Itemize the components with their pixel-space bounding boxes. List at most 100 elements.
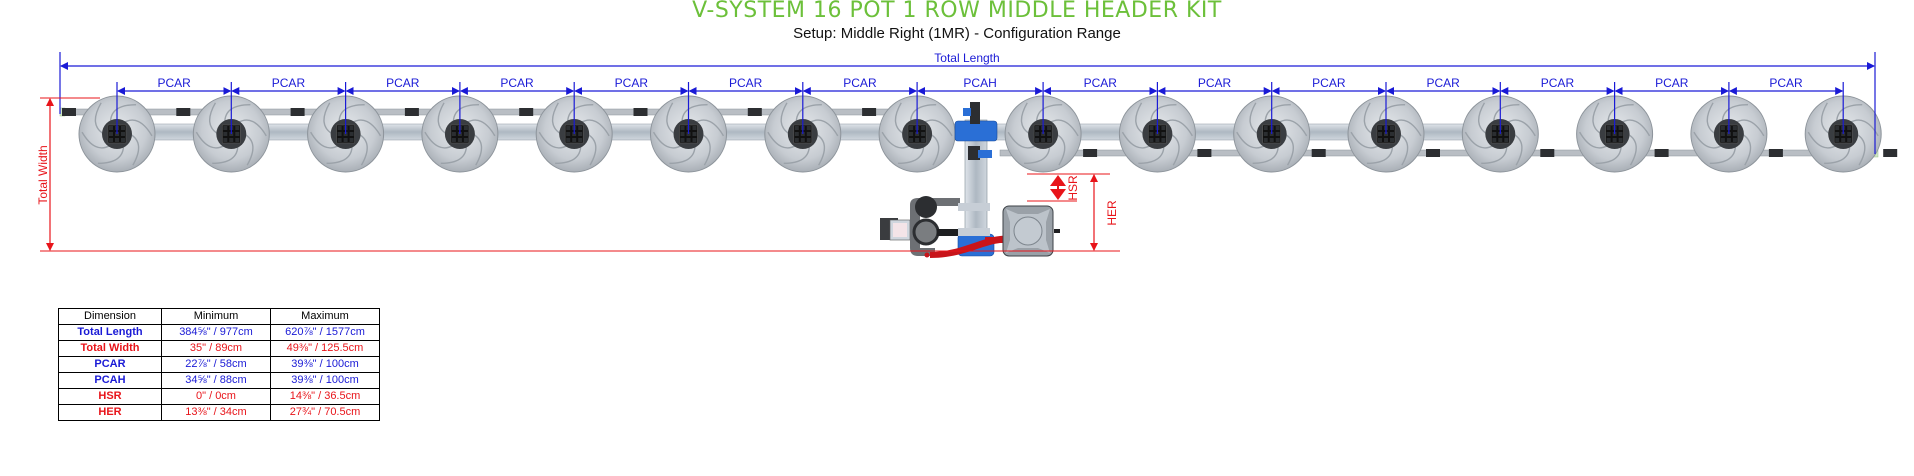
pot-grate-cell xyxy=(1492,126,1497,130)
pot-grate-cell xyxy=(121,126,125,130)
pot-grate-cell xyxy=(915,138,920,142)
pot-grate-cell xyxy=(1155,138,1160,142)
pot-grate-cell xyxy=(1390,126,1394,130)
spacing-label: PCAR xyxy=(615,76,649,90)
page-subtitle: Setup: Middle Right (1MR) - Configuratio… xyxy=(793,25,1121,42)
pot-blade xyxy=(472,133,483,166)
pot-grate-cell xyxy=(806,138,811,142)
pot-grate-cell xyxy=(1149,132,1154,136)
pot-blade xyxy=(808,119,839,137)
pot-grate-cell xyxy=(1378,138,1382,142)
pot-blade xyxy=(1709,145,1737,165)
spacing-label: PCAR xyxy=(1084,76,1118,90)
pot-blade xyxy=(209,102,219,135)
pot-blade xyxy=(466,119,496,137)
pot-blade xyxy=(580,119,610,137)
pot-blade xyxy=(129,133,140,166)
pot-grate-cell xyxy=(349,132,354,136)
pot-grate-cell xyxy=(1041,138,1046,142)
pot-grate-cell xyxy=(1161,132,1166,136)
pot-grate-cell xyxy=(1047,138,1052,142)
pot-blade xyxy=(815,133,826,166)
drain-fitting xyxy=(1883,149,1898,157)
pot-blade xyxy=(123,119,153,137)
pot-grate-cell xyxy=(451,138,456,142)
pot-grate-cell xyxy=(1390,132,1394,136)
drain-fitting xyxy=(1311,149,1326,157)
pot-blade xyxy=(923,119,953,137)
pot-grate-cell xyxy=(1492,132,1497,136)
hsr-arrow-up xyxy=(1050,175,1066,186)
drain-fitting xyxy=(176,108,191,116)
dimension-max: 27¾" / 70.5cm xyxy=(270,404,380,421)
column-header: Dimension xyxy=(58,308,162,325)
spacing-label: PCAR xyxy=(1769,76,1803,90)
pot-grate-cell xyxy=(578,138,583,142)
pot-blade xyxy=(1464,131,1495,149)
pot-grate-cell xyxy=(1720,132,1725,136)
dimension-name: Total Width xyxy=(58,340,162,357)
pot-blade xyxy=(437,102,448,135)
pot-blade xyxy=(1481,145,1508,165)
table-row: Total Width 35" / 89cm 49⅜" / 125.5cm xyxy=(58,340,380,357)
pot-blade xyxy=(243,133,254,166)
drain-fitting xyxy=(404,108,419,116)
header-fitting xyxy=(963,108,971,116)
pot-blade xyxy=(538,131,569,149)
pot-blade xyxy=(780,102,791,135)
pot-fittings xyxy=(62,108,1898,157)
pot-blade xyxy=(1824,145,1851,165)
spacing-label: PCAR xyxy=(157,76,191,90)
pot-grate-cell xyxy=(578,132,583,136)
drain-fitting xyxy=(1197,149,1212,157)
pot-grate-cell xyxy=(1035,138,1040,142)
pot-grate-cell xyxy=(1149,138,1154,142)
pot-blade xyxy=(97,145,125,165)
pot-blade xyxy=(694,119,725,137)
pot-grate-cell xyxy=(1720,126,1725,130)
dimension-max: 14⅜" / 36.5cm xyxy=(270,388,380,405)
pot-blade xyxy=(1363,102,1374,135)
dimension-name: PCAH xyxy=(58,372,162,389)
pot-blade xyxy=(1277,119,1308,137)
pot-blade xyxy=(1595,145,1622,165)
drain-fitting xyxy=(519,108,534,116)
pot-grate-cell xyxy=(1841,138,1846,142)
pot-blade xyxy=(1055,133,1066,166)
pot-grate-cell xyxy=(1378,126,1382,130)
spacing-label: PCAH xyxy=(963,76,996,90)
spacing-label: PCAR xyxy=(843,76,877,90)
pot-grate-cell xyxy=(463,132,468,136)
spacing-label: PCAR xyxy=(1541,76,1575,90)
pot-grate-cell xyxy=(235,132,240,136)
spacing-label: PCAR xyxy=(1312,76,1346,90)
pot-grate-cell xyxy=(1732,138,1737,142)
pot-grate-cell xyxy=(1275,132,1280,136)
drain-fitting xyxy=(747,108,762,116)
pot-grate-cell xyxy=(1504,126,1509,130)
pot-grate-cell xyxy=(1161,138,1166,142)
dimension-name: Total Length xyxy=(58,324,162,341)
pot-grate-cell xyxy=(1847,132,1852,136)
pot-grate-cell xyxy=(794,132,799,136)
spacing-label: PCAR xyxy=(272,76,306,90)
pot-grate-cell xyxy=(223,132,228,136)
pot-blade xyxy=(1512,133,1523,166)
pot-blade xyxy=(424,131,454,149)
pot-grate-cell xyxy=(1492,138,1497,142)
tank-hatch xyxy=(1013,216,1043,246)
pot-blade xyxy=(1620,119,1651,137)
pot-blade xyxy=(1807,131,1838,149)
pot-blade xyxy=(701,133,711,166)
pot-grate-cell xyxy=(1835,132,1840,136)
table-row: HSR 0" / 0cm 14⅜" / 36.5cm xyxy=(58,388,380,405)
total-length-dimension: Total Length xyxy=(59,51,1876,154)
pot-grate-cell xyxy=(235,138,240,142)
pot-grate-cell xyxy=(566,126,571,130)
dimension-max: 620⅞" / 1577cm xyxy=(270,324,380,341)
pot-blade xyxy=(1392,119,1422,137)
page-title: V-SYSTEM 16 POT 1 ROW MIDDLE HEADER KIT xyxy=(692,0,1222,23)
pot-grate-cell xyxy=(1835,138,1840,142)
pot-grate-cell xyxy=(1263,126,1268,130)
